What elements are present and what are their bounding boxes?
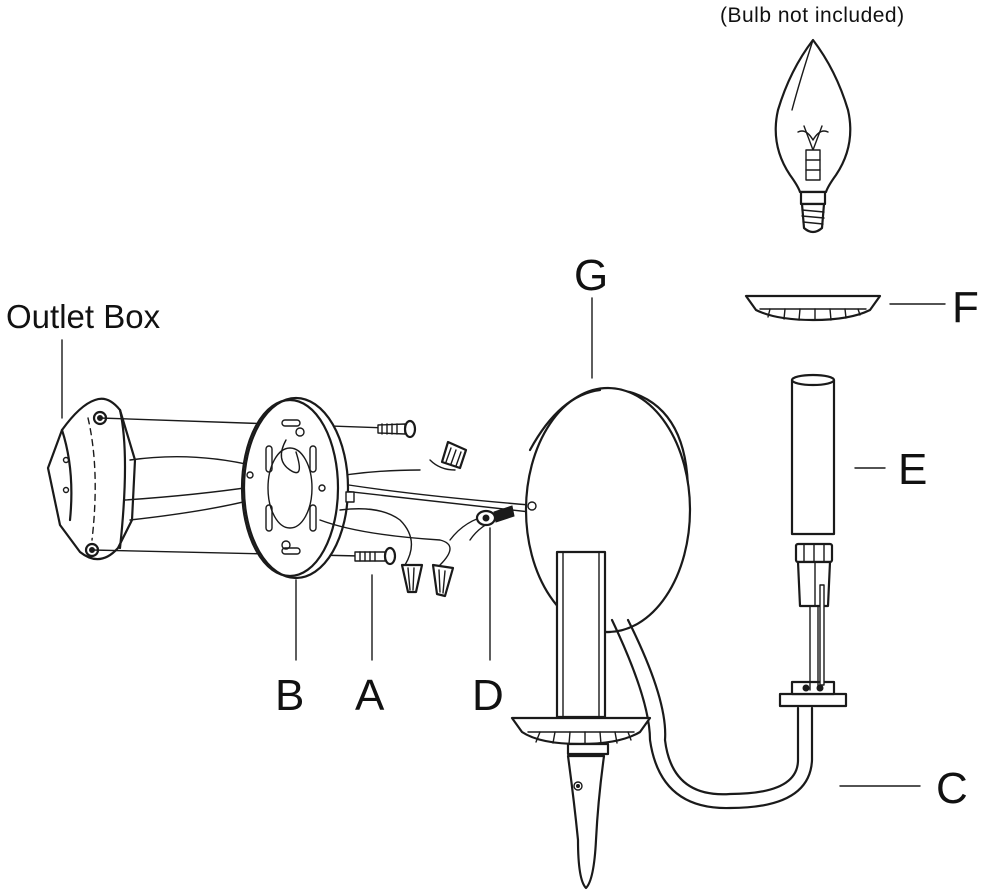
outlet-box [46,339,137,561]
outlet-box-label: Outlet Box [6,298,161,335]
mounting-screws [354,419,417,661]
label-a: A [355,671,385,720]
label-f: F [952,283,979,332]
candle-cover [790,373,886,536]
cap-nut [475,505,515,661]
finial [566,754,606,890]
bobeche [744,294,946,322]
mounting-plate [240,396,355,661]
arm-cup [778,680,921,787]
label-g: G [574,251,608,300]
candle-sleeve [555,550,607,719]
bulb [774,38,852,234]
bulb-note-label: (Bulb not included) [720,4,905,27]
sconce-arm [610,618,814,810]
label-c: C [936,764,968,813]
socket [794,542,834,691]
label-e: E [898,445,927,494]
backplate [524,297,692,634]
wires-and-wire-nuts [319,440,501,598]
label-d: D [472,671,504,720]
arm-bobeche [510,716,652,756]
label-b: B [275,671,304,720]
